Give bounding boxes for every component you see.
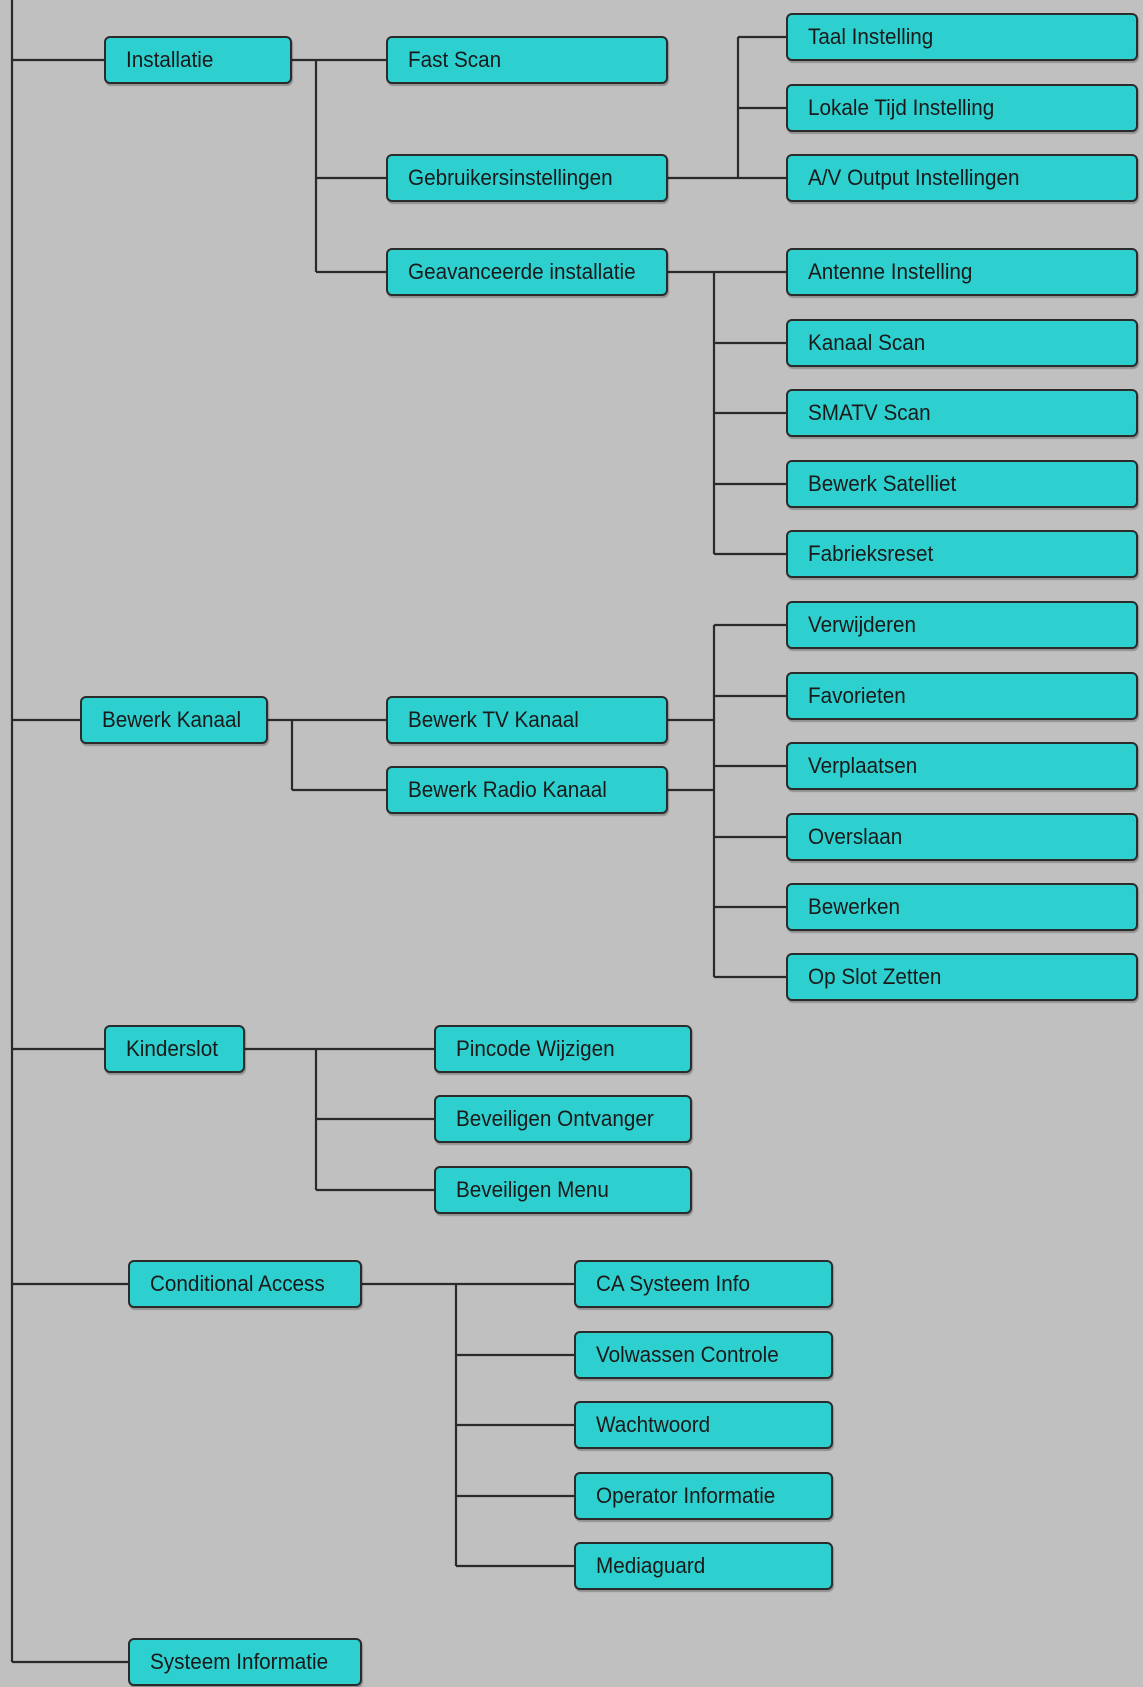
menu-av-output-instellingen[interactable]: A/V Output Instellingen: [786, 154, 1138, 202]
menu-bewerk-radio-kanaal[interactable]: Bewerk Radio Kanaal: [386, 766, 668, 814]
menu-beveiligen-ontvanger[interactable]: Beveiligen Ontvanger: [434, 1095, 692, 1143]
link-kanaal-children: [668, 623, 786, 979]
menu-bewerk-satelliet[interactable]: Bewerk Satelliet: [786, 460, 1138, 508]
menu-kanaal-scan[interactable]: Kanaal Scan: [786, 319, 1138, 367]
link-kinderslot-children: [245, 1047, 434, 1192]
link-geavanceerde-children: [668, 270, 786, 556]
menu-gebruikersinstellingen[interactable]: Gebruikersinstellingen: [386, 154, 668, 202]
menu-bewerk-kanaal[interactable]: Bewerk Kanaal: [80, 696, 268, 744]
link-installatie-children: [292, 58, 386, 274]
menu-lokale-tijd-instelling[interactable]: Lokale Tijd Instelling: [786, 84, 1138, 132]
menu-systeem-informatie[interactable]: Systeem Informatie: [128, 1638, 362, 1686]
link-ca-children: [362, 1282, 574, 1568]
menu-bewerk-tv-kanaal[interactable]: Bewerk TV Kanaal: [386, 696, 668, 744]
menu-wachtwoord[interactable]: Wachtwoord: [574, 1401, 833, 1449]
menu-mediaguard[interactable]: Mediaguard: [574, 1542, 833, 1590]
menu-pincode-wijzigen[interactable]: Pincode Wijzigen: [434, 1025, 692, 1073]
menu-geavanceerde-installatie[interactable]: Geavanceerde installatie: [386, 248, 668, 296]
menu-operator-informatie[interactable]: Operator Informatie: [574, 1472, 833, 1520]
menu-fast-scan[interactable]: Fast Scan: [386, 36, 668, 84]
menu-op-slot-zetten[interactable]: Op Slot Zetten: [786, 953, 1138, 1001]
menu-volwassen-controle[interactable]: Volwassen Controle: [574, 1331, 833, 1379]
menu-kinderslot[interactable]: Kinderslot: [104, 1025, 245, 1073]
menu-bewerken[interactable]: Bewerken: [786, 883, 1138, 931]
menu-ca-systeem-info[interactable]: CA Systeem Info: [574, 1260, 833, 1308]
menu-taal-instelling[interactable]: Taal Instelling: [786, 13, 1138, 61]
menu-installatie[interactable]: Installatie: [104, 36, 292, 84]
link-gebruikers-children: [668, 35, 786, 180]
link-bewerk-kanaal-children: [268, 718, 386, 792]
menu-fabrieksreset[interactable]: Fabrieksreset: [786, 530, 1138, 578]
menu-antenne-instelling[interactable]: Antenne Instelling: [786, 248, 1138, 296]
menu-conditional-access[interactable]: Conditional Access: [128, 1260, 362, 1308]
menu-verwijderen[interactable]: Verwijderen: [786, 601, 1138, 649]
menu-beveiligen-menu[interactable]: Beveiligen Menu: [434, 1166, 692, 1214]
menu-overslaan[interactable]: Overslaan: [786, 813, 1138, 861]
menu-verplaatsen[interactable]: Verplaatsen: [786, 742, 1138, 790]
menu-smatv-scan[interactable]: SMATV Scan: [786, 389, 1138, 437]
menu-favorieten[interactable]: Favorieten: [786, 672, 1138, 720]
